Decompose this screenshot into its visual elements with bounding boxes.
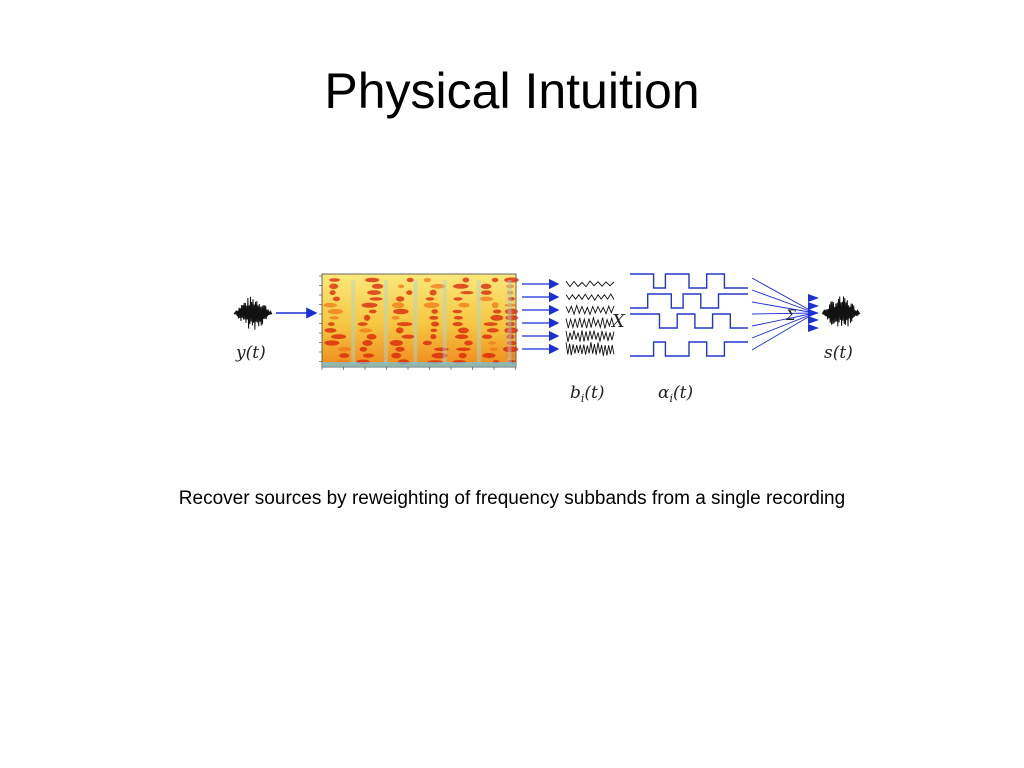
spectrogram (319, 273, 519, 370)
input-waveform (233, 296, 273, 330)
sum-lines (751, 277, 819, 351)
weight-label: αi(t) (658, 383, 693, 405)
gating-functions (630, 273, 748, 357)
multiply-symbol: X (610, 311, 626, 332)
input-label: y(t) (235, 343, 266, 363)
sum-symbol: Σ (785, 308, 796, 324)
slide-title: Physical Intuition (324, 63, 700, 119)
output-waveform (821, 296, 861, 327)
subband-waveforms (565, 280, 615, 356)
source-separation-diagram: y(t) X Σ s(t) bi(t) αi(t) (233, 273, 861, 405)
basis-label: bi(t) (570, 383, 605, 405)
output-label: s(t) (824, 343, 853, 363)
slide-caption: Recover sources by reweighting of freque… (178, 488, 846, 509)
subband-arrows (522, 278, 560, 355)
